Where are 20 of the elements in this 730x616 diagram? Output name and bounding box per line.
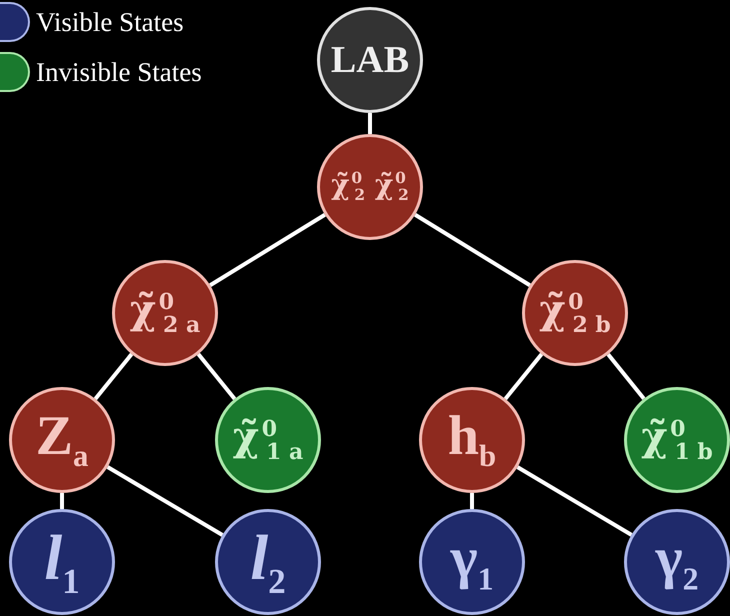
connector-line	[516, 465, 632, 537]
connector-line	[60, 493, 64, 509]
connector-line	[209, 213, 326, 287]
state-label: h$_{b}$	[448, 408, 496, 472]
state-label: l$_{2}$	[250, 526, 286, 598]
state-label: γ$_{2}$	[655, 528, 699, 596]
connector-line	[368, 113, 372, 134]
connector-line	[504, 352, 544, 400]
state-label: LAB	[330, 41, 410, 79]
connector-line	[106, 465, 224, 537]
state-label: γ$_{1}$	[450, 528, 494, 596]
connector-line	[470, 493, 474, 509]
legend-label: Visible States	[36, 6, 184, 38]
state-label: l$_{1}$	[44, 526, 80, 598]
connector-line	[414, 213, 531, 287]
state-label: Z$_{a}$	[36, 408, 88, 472]
legend-label: Invisible States	[36, 56, 202, 88]
connector-line	[94, 352, 134, 400]
connector-line	[196, 352, 236, 400]
connector-line	[606, 353, 646, 400]
